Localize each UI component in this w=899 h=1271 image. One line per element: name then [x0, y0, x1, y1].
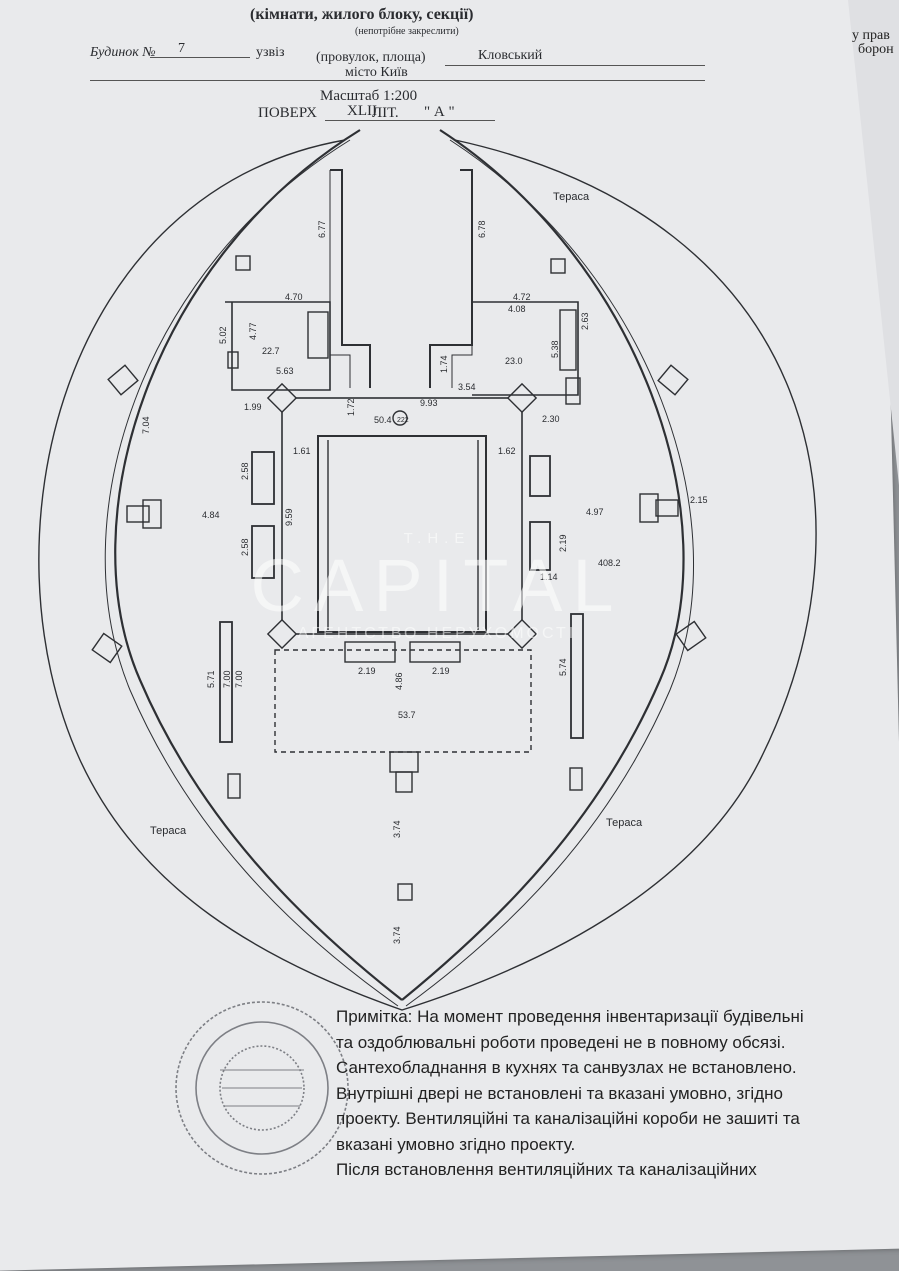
- note-line-7: Після встановлення вентиляційних та кана…: [336, 1160, 757, 1179]
- dim-23: 4.84: [202, 510, 220, 520]
- building-label: Будинок №: [90, 45, 156, 60]
- note-line-3: Сантехобладнання в кухнях та санвузлах н…: [336, 1058, 797, 1077]
- room-bottom-dashed: [274, 649, 532, 753]
- letter-value: " А ": [424, 104, 455, 120]
- floor-plan: Тераса Тераса Тераса 22.7 23.0 50.4 408.…: [38, 129, 817, 1175]
- dim-29: 7.00: [234, 670, 244, 688]
- dim-33: 2.19: [432, 666, 450, 676]
- dim-8: 5.63: [276, 366, 294, 376]
- dim-12: 1.74: [439, 355, 449, 373]
- dim-22: 9.59: [284, 508, 294, 526]
- building-underline: [150, 57, 250, 58]
- street-underline: [445, 65, 705, 66]
- dim-16: 2.30: [542, 414, 560, 424]
- building-number: 7: [178, 41, 185, 56]
- room-area-4: 408.2: [598, 558, 621, 568]
- dim-28: 5.71: [206, 670, 216, 688]
- dim-18: 1.61: [293, 446, 311, 456]
- dim-27: 1.14: [540, 572, 558, 582]
- dim-35: 3.74: [392, 820, 402, 838]
- dim-20: 2.58: [240, 462, 250, 480]
- center-badge: 222: [397, 417, 409, 424]
- room-area-2: 23.0: [505, 356, 523, 366]
- dim-13: 3.54: [458, 382, 476, 392]
- header-crossed-note: (непотрібне закреслити): [355, 26, 459, 37]
- note-line-2: та оздоблювальні роботи проведені не в п…: [336, 1032, 786, 1052]
- dim-7: 5.02: [218, 326, 228, 344]
- room-area-1: 22.7: [262, 346, 280, 356]
- dim-4: 4.72: [513, 292, 531, 302]
- side-text-1: у прав: [852, 28, 890, 43]
- dim-1: 6.77: [317, 220, 327, 238]
- dim-17: 7.04: [141, 416, 151, 434]
- dim-10: 2.63: [580, 312, 590, 330]
- dim-34: 4.86: [394, 672, 404, 690]
- dim-26: 2.19: [558, 534, 568, 552]
- corridor-left: [330, 169, 371, 388]
- dim-31: 5.74: [558, 658, 568, 676]
- scale-label: Масштаб 1:200: [320, 88, 418, 104]
- dim-32: 2.19: [358, 666, 376, 676]
- building-wall-left: [114, 129, 403, 1001]
- room-area-5: 53.7: [398, 710, 416, 720]
- core-inner: [317, 435, 487, 633]
- floor-value: XLII: [347, 103, 377, 119]
- floor-label: ПОВЕРХ: [258, 105, 317, 121]
- dim-21: 2.58: [240, 538, 250, 556]
- room-top-right: [472, 301, 579, 396]
- note-line-4: Внутрішні двері не встановлені та вказан…: [336, 1083, 783, 1103]
- city-name: місто Київ: [345, 65, 408, 80]
- core-outer: [281, 397, 523, 635]
- note-block: Примітка: На момент проведення інвентари…: [336, 1004, 896, 1183]
- center-badge-circle: [392, 410, 408, 426]
- dim-11: 5.38: [550, 340, 560, 358]
- dim-9: 1.99: [244, 402, 262, 412]
- terrace-outline: [38, 139, 817, 1011]
- floor-underline: [325, 120, 495, 121]
- note-line-1: Примітка: На момент проведення інвентари…: [336, 1007, 804, 1026]
- terrace-label-2: Тераса: [150, 825, 187, 837]
- dim-14: 9.93: [420, 398, 438, 408]
- descent-label: узвіз: [256, 45, 285, 60]
- side-text-2: борон: [858, 42, 894, 57]
- street-type-label: (провулок, площа): [316, 50, 426, 65]
- note-line-6: вказані умовно згідно проекту.: [336, 1134, 576, 1154]
- dim-25: 2.15: [690, 495, 708, 505]
- dim-15: 1.72: [346, 398, 356, 416]
- dim-30: 7.00: [222, 670, 232, 688]
- note-line-5: проекту. Вентиляційні та каналізаційні к…: [336, 1109, 800, 1128]
- building-wall-right: [401, 129, 685, 1001]
- dim-19: 1.62: [498, 446, 516, 456]
- letter-label: ЛІТ.: [372, 105, 399, 121]
- dim-2: 6.78: [477, 220, 487, 238]
- dim-5: 4.08: [508, 304, 526, 314]
- header-title: (кімнати, жилого блоку, секції): [250, 6, 474, 23]
- room-top-left: [225, 301, 331, 391]
- dim-36: 3.74: [392, 926, 402, 944]
- street-name: Кловський: [478, 48, 543, 63]
- dim-3: 4.70: [285, 292, 303, 302]
- city-underline: [90, 80, 705, 81]
- room-area-3: 50.4: [374, 415, 392, 425]
- terrace-label-1: Тераса: [553, 191, 590, 203]
- dim-6: 4.77: [248, 322, 258, 340]
- terrace-label-3: Тераса: [606, 817, 643, 829]
- dim-24: 4.97: [586, 507, 604, 517]
- official-stamp: [175, 1001, 349, 1175]
